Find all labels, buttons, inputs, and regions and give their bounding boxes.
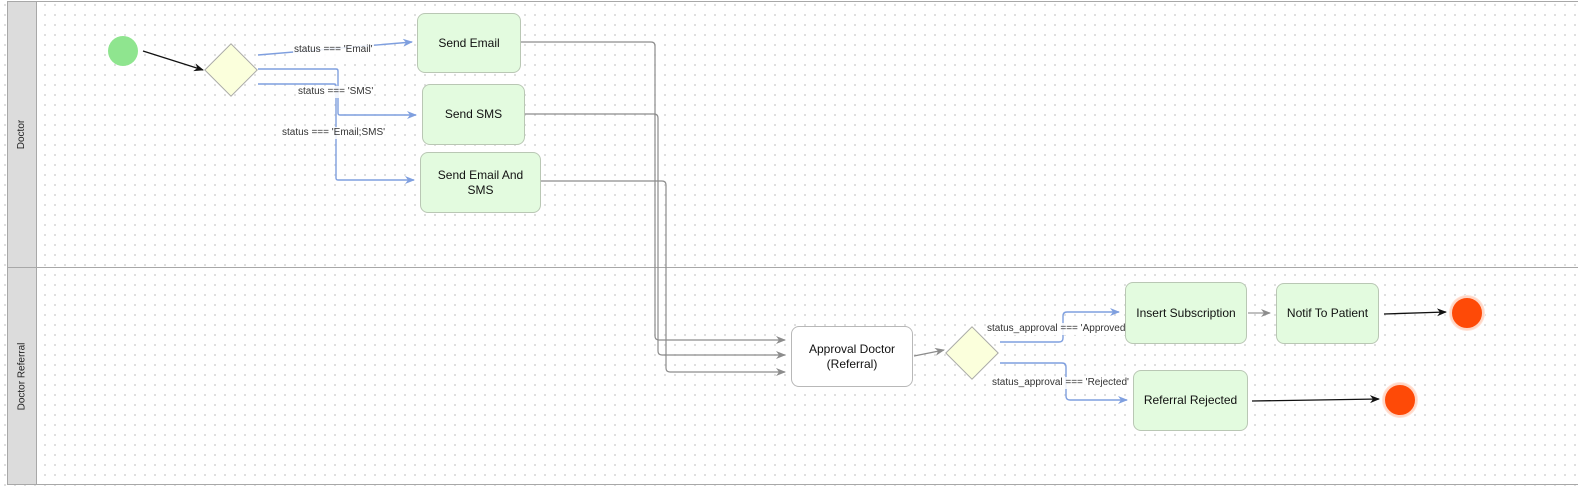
edge-label-rejected: status_approval === 'Rejected' xyxy=(991,377,1130,389)
lane-doctor-header[interactable] xyxy=(7,1,37,268)
task-insert-subscription[interactable]: Insert Subscription xyxy=(1125,282,1247,344)
task-insert-subscription-label: Insert Subscription xyxy=(1136,305,1236,320)
start-event[interactable] xyxy=(108,36,138,66)
task-notif-to-patient[interactable]: Notif To Patient xyxy=(1276,283,1379,344)
task-send-email[interactable]: Send Email xyxy=(417,13,521,73)
flow-notif-to-end[interactable] xyxy=(1383,308,1447,317)
flow-start-to-gateway[interactable] xyxy=(142,50,204,72)
flow-send-email-to-approval[interactable] xyxy=(521,41,786,344)
task-send-sms[interactable]: Send SMS xyxy=(422,84,525,145)
task-notif-to-patient-label: Notif To Patient xyxy=(1286,306,1369,320)
task-referral-rejected[interactable]: Referral Rejected xyxy=(1133,370,1248,431)
task-send-email-label: Send Email xyxy=(438,35,500,50)
task-approval-doctor-label: Approval Doctor (Referral) xyxy=(808,341,896,371)
task-send-sms-label: Send SMS xyxy=(444,107,503,121)
end-event-notified[interactable] xyxy=(1450,296,1484,330)
task-approval-doctor[interactable]: Approval Doctor (Referral) xyxy=(791,326,913,387)
flow-rejected-to-end[interactable] xyxy=(1251,395,1380,404)
flow-send-email-sms-to-approval[interactable] xyxy=(541,180,786,376)
edge-label-sms: status === 'SMS' xyxy=(297,86,375,98)
edge-label-approved: status_approval === 'Approved' xyxy=(986,323,1129,335)
edge-label-email: status === 'Email' xyxy=(293,44,374,56)
flow-send-sms-to-approval[interactable] xyxy=(525,113,786,359)
lane-doctor-referral-header[interactable] xyxy=(7,267,37,485)
task-send-email-sms[interactable]: Send Email And SMS xyxy=(420,152,541,213)
end-event-rejected[interactable] xyxy=(1383,383,1417,417)
edge-label-email-sms: status === 'Email;SMS' xyxy=(281,127,387,139)
flow-approval-to-gateway[interactable] xyxy=(913,347,945,357)
task-referral-rejected-label: Referral Rejected xyxy=(1143,393,1238,407)
task-send-email-sms-label: Send Email And SMS xyxy=(437,167,524,197)
